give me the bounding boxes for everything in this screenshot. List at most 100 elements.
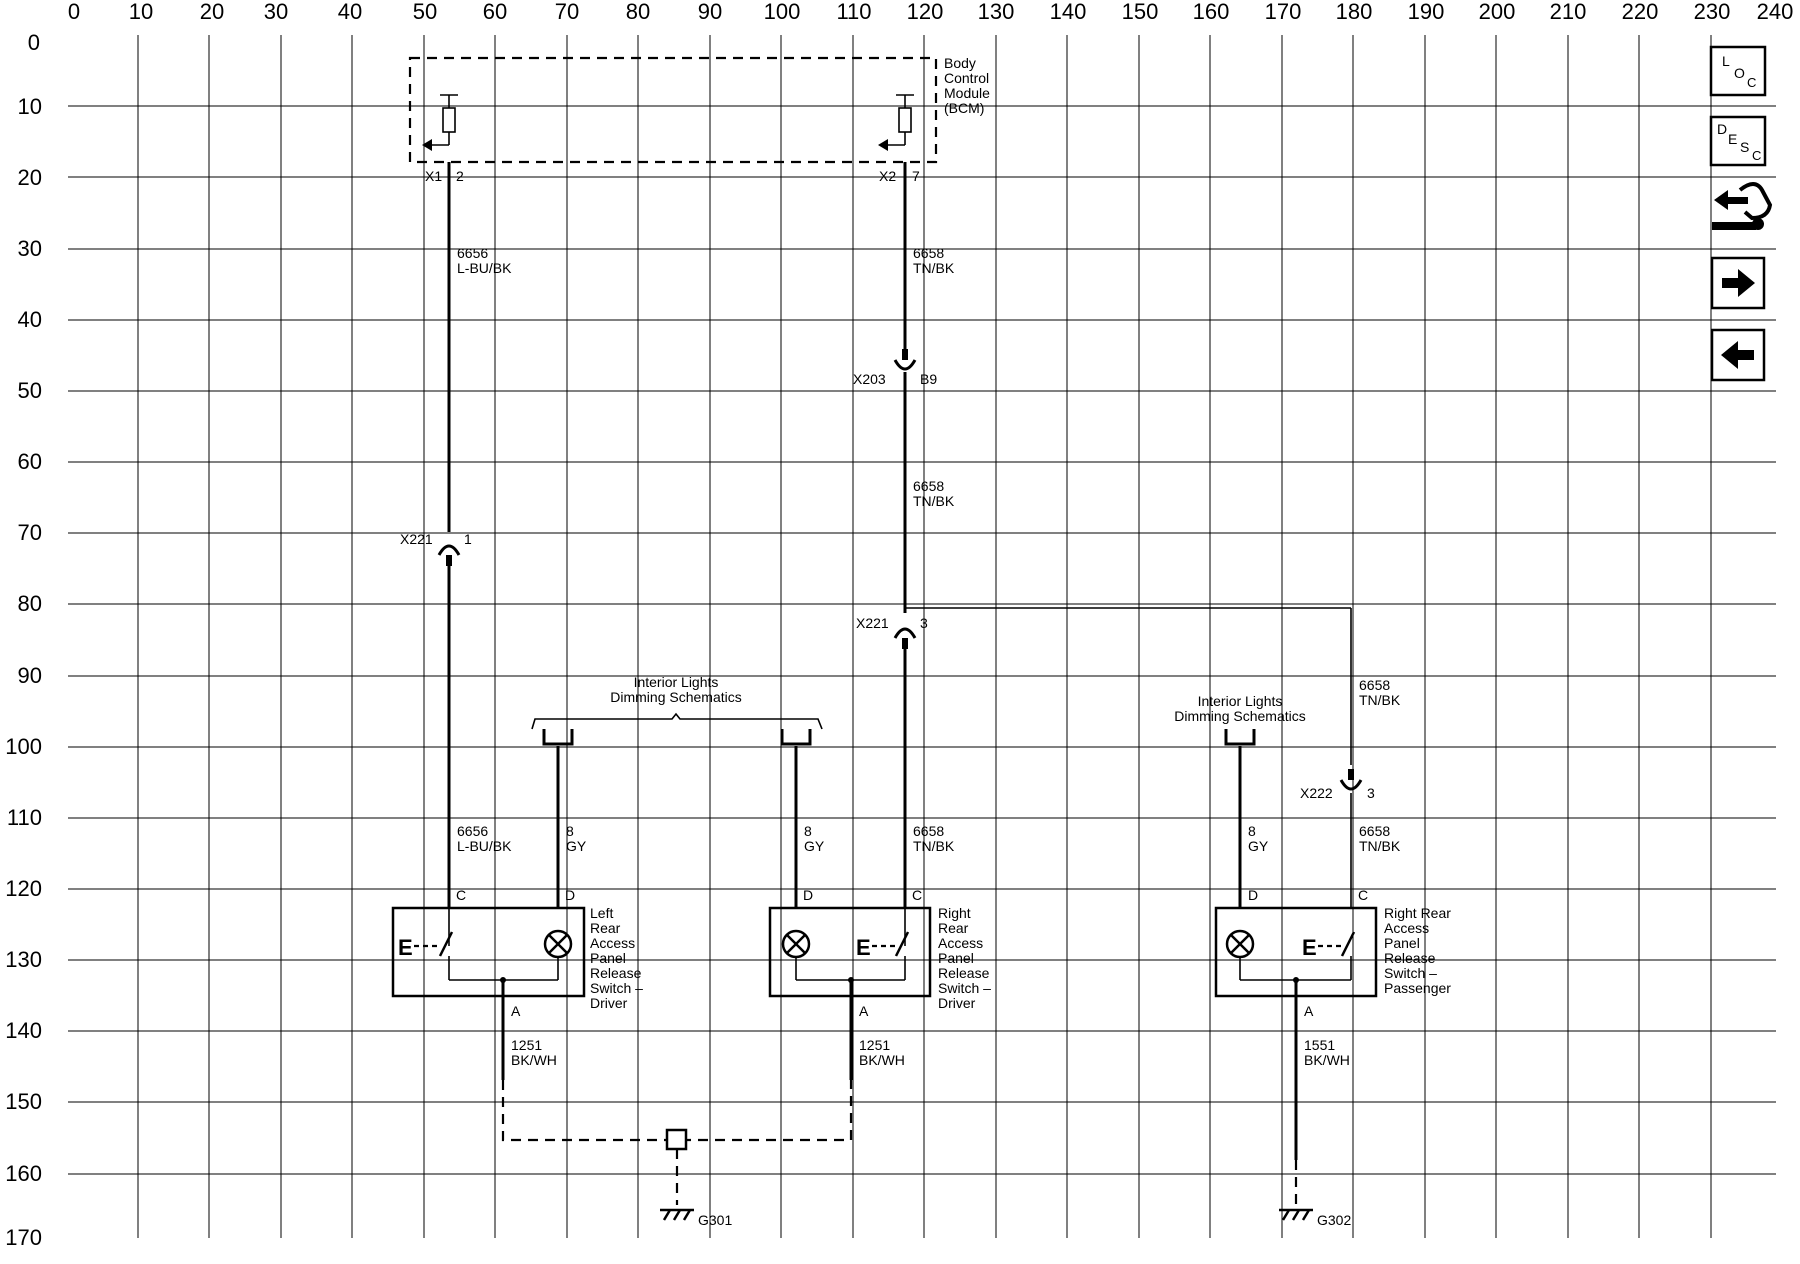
- switch-left-driver: C D A E Left Rear Access Panel Release S…: [391, 887, 643, 1019]
- y-tick: 90: [18, 663, 42, 688]
- x-tick: 180: [1336, 0, 1373, 24]
- svg-text:Driver: Driver: [590, 995, 628, 1011]
- svg-text:Interior Lights: Interior Lights: [1198, 693, 1283, 709]
- connector-view-icon[interactable]: [1712, 182, 1773, 230]
- svg-text:1: 1: [464, 531, 472, 547]
- svg-text:Dimming Schematics: Dimming Schematics: [610, 689, 741, 705]
- connector-x203: X203 B9: [853, 349, 937, 387]
- x-tick: 30: [264, 0, 288, 24]
- svg-text:Driver: Driver: [938, 995, 976, 1011]
- x-tick: 150: [1122, 0, 1159, 24]
- loc-letter: C: [1747, 75, 1756, 90]
- svg-text:Module: Module: [944, 85, 990, 101]
- switch-symbol: E: [856, 935, 871, 960]
- ground-g301: G301: [660, 1208, 732, 1228]
- svg-text:Right Rear: Right Rear: [1384, 905, 1451, 921]
- x-tick: 70: [555, 0, 579, 24]
- arrow-left-icon: [1721, 341, 1754, 369]
- loc-button[interactable]: L O C: [1709, 45, 1767, 97]
- y-tick: 130: [5, 947, 42, 972]
- svg-text:(BCM): (BCM): [944, 100, 984, 116]
- wire-circuit: 8: [804, 823, 812, 839]
- svg-text:Control: Control: [944, 70, 989, 86]
- wire-color: TN/BK: [913, 838, 955, 854]
- connector-x222: X222 3: [1300, 769, 1375, 801]
- desc-letter: S: [1740, 139, 1749, 155]
- wire-circuit: 6658: [913, 478, 944, 494]
- wire-circuit: 6656: [457, 245, 488, 261]
- x-tick: 240: [1757, 0, 1794, 24]
- wire-circuit: 6658: [1359, 677, 1390, 693]
- x-tick: 110: [836, 0, 871, 24]
- y-tick: 80: [18, 591, 42, 616]
- wire-color: GY: [566, 838, 587, 854]
- desc-letter: D: [1717, 121, 1727, 137]
- svg-text:Passenger: Passenger: [1384, 980, 1451, 996]
- wire-color: TN/BK: [1359, 838, 1401, 854]
- y-tick: 10: [18, 94, 42, 119]
- y-tick: 110: [7, 805, 42, 830]
- pin-a: A: [511, 1003, 521, 1019]
- y-tick: 100: [5, 734, 42, 759]
- ground-g302: G302: [1279, 1208, 1351, 1228]
- circuit-6658: [903, 162, 1352, 946]
- svg-text:X222: X222: [1300, 785, 1333, 801]
- svg-text:Switch –: Switch –: [1384, 965, 1437, 981]
- y-tick: 30: [18, 236, 42, 261]
- svg-text:B9: B9: [920, 371, 937, 387]
- loc-letter: O: [1734, 65, 1745, 81]
- forward-button[interactable]: [1710, 256, 1766, 310]
- pin-d: D: [565, 887, 575, 903]
- desc-button[interactable]: D E S C: [1709, 115, 1767, 167]
- bcm-pin-right-pin: 7: [912, 168, 920, 184]
- x-tick: 100: [764, 0, 801, 24]
- bcm-pullup-right: [878, 94, 914, 151]
- bcm-module: Body Control Module (BCM) X1 2 X2 7: [408, 55, 990, 184]
- desc-letter: C: [1752, 148, 1761, 163]
- x-tick: 20: [200, 0, 224, 24]
- wire-circuit: 6658: [1359, 823, 1390, 839]
- svg-text:Access: Access: [1384, 920, 1429, 936]
- svg-text:Panel: Panel: [590, 950, 626, 966]
- y-axis-labels: 0 10 20 30 40 50 60 70 80 90 100 110 120…: [5, 30, 42, 1250]
- y-tick: 160: [5, 1161, 42, 1186]
- svg-text:3: 3: [1367, 785, 1375, 801]
- y-tick: 120: [5, 876, 42, 901]
- x-tick: 120: [907, 0, 944, 24]
- svg-text:Switch –: Switch –: [590, 980, 643, 996]
- svg-text:Rear: Rear: [590, 920, 621, 936]
- y-tick: 70: [18, 520, 42, 545]
- wire-color: TN/BK: [1359, 692, 1401, 708]
- pin-a: A: [1304, 1003, 1314, 1019]
- wire-color: BK/WH: [511, 1052, 557, 1068]
- wire-color: L-BU/BK: [457, 838, 512, 854]
- x-tick: 160: [1193, 0, 1230, 24]
- back-button[interactable]: [1710, 328, 1766, 382]
- grid: [68, 35, 1776, 1238]
- bcm-pin-right-conn: X2: [879, 168, 896, 184]
- wire-color: TN/BK: [913, 493, 955, 509]
- switch-label: Right Rear Access Panel Release Switch –…: [938, 905, 991, 1011]
- x-tick: 190: [1408, 0, 1445, 24]
- switch-right-passenger: D C A E Right Rear Access Panel Release …: [1214, 887, 1451, 1019]
- y-tick: 150: [5, 1089, 42, 1114]
- svg-text:Switch –: Switch –: [938, 980, 991, 996]
- pin-a: A: [859, 1003, 869, 1019]
- wire-circuit: 6658: [913, 823, 944, 839]
- svg-text:Release: Release: [590, 965, 642, 981]
- circuit-8-gy: [556, 746, 1242, 908]
- svg-text:Release: Release: [1384, 950, 1436, 966]
- y-tick: 140: [5, 1018, 42, 1043]
- svg-text:Dimming Schematics: Dimming Schematics: [1174, 708, 1305, 724]
- x-tick: 130: [978, 0, 1015, 24]
- x-tick: 140: [1050, 0, 1087, 24]
- svg-text:X221: X221: [400, 531, 433, 547]
- svg-text:Right: Right: [938, 905, 971, 921]
- wire-circuit: 8: [1248, 823, 1256, 839]
- wire-color: GY: [1248, 838, 1269, 854]
- svg-text:Access: Access: [938, 935, 983, 951]
- x-tick: 0: [68, 0, 80, 24]
- bcm-pin-left-conn: X1: [425, 168, 442, 184]
- x-tick: 170: [1265, 0, 1302, 24]
